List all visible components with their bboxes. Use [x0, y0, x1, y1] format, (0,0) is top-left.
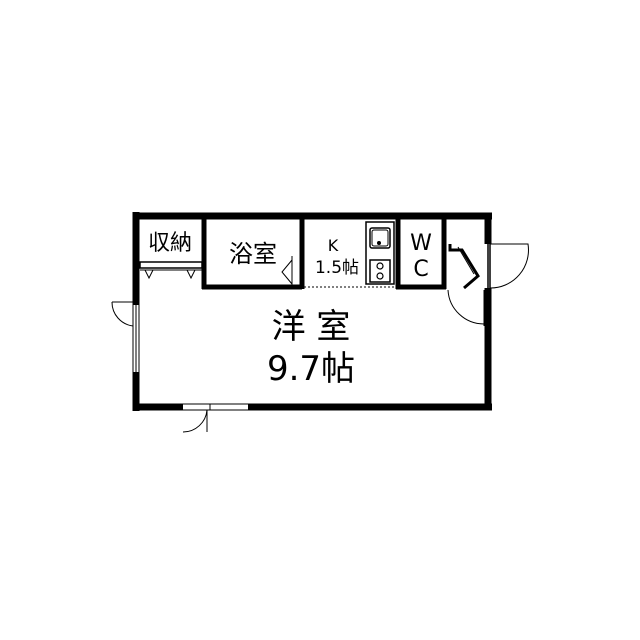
sink-drain [377, 241, 381, 245]
outer-walls [132, 212, 492, 411]
kitchen-size-label: 1.5帖 [315, 258, 359, 278]
storage-label: 収納 [148, 231, 192, 256]
front-door-swing [489, 243, 529, 289]
wc-label-line2: C [413, 257, 428, 282]
bath-door [281, 256, 293, 286]
entry-step [448, 244, 480, 290]
window-bottom [182, 403, 248, 433]
entry-door-swing [447, 289, 485, 325]
entrance [447, 243, 529, 326]
wc-label-line1: W [410, 231, 432, 256]
stove-icon [369, 259, 391, 283]
burner-bottom-icon [376, 272, 384, 280]
window-bottom-swing [182, 409, 208, 433]
main-room-size-label: 9.7帖 [267, 349, 355, 389]
closet-rail [139, 261, 203, 269]
window-left-swing [111, 301, 134, 327]
bath-label: 浴室 [229, 240, 277, 268]
kitchen-name-label: K [328, 236, 339, 255]
main-room-label: 洋 室 [272, 307, 351, 347]
interior-walls [201, 216, 447, 290]
entry-step-inner [457, 246, 475, 275]
storage-closet [139, 261, 203, 280]
bath-door-swing [281, 259, 293, 285]
window-left [111, 301, 140, 372]
kitchen-counter [365, 221, 395, 285]
burner-top-icon [376, 262, 384, 270]
kitchen [304, 221, 396, 288]
closet-hinge-left [144, 269, 154, 280]
sink-basin [371, 229, 389, 247]
closet-hinge-right [186, 269, 196, 280]
sink-icon [369, 227, 391, 249]
